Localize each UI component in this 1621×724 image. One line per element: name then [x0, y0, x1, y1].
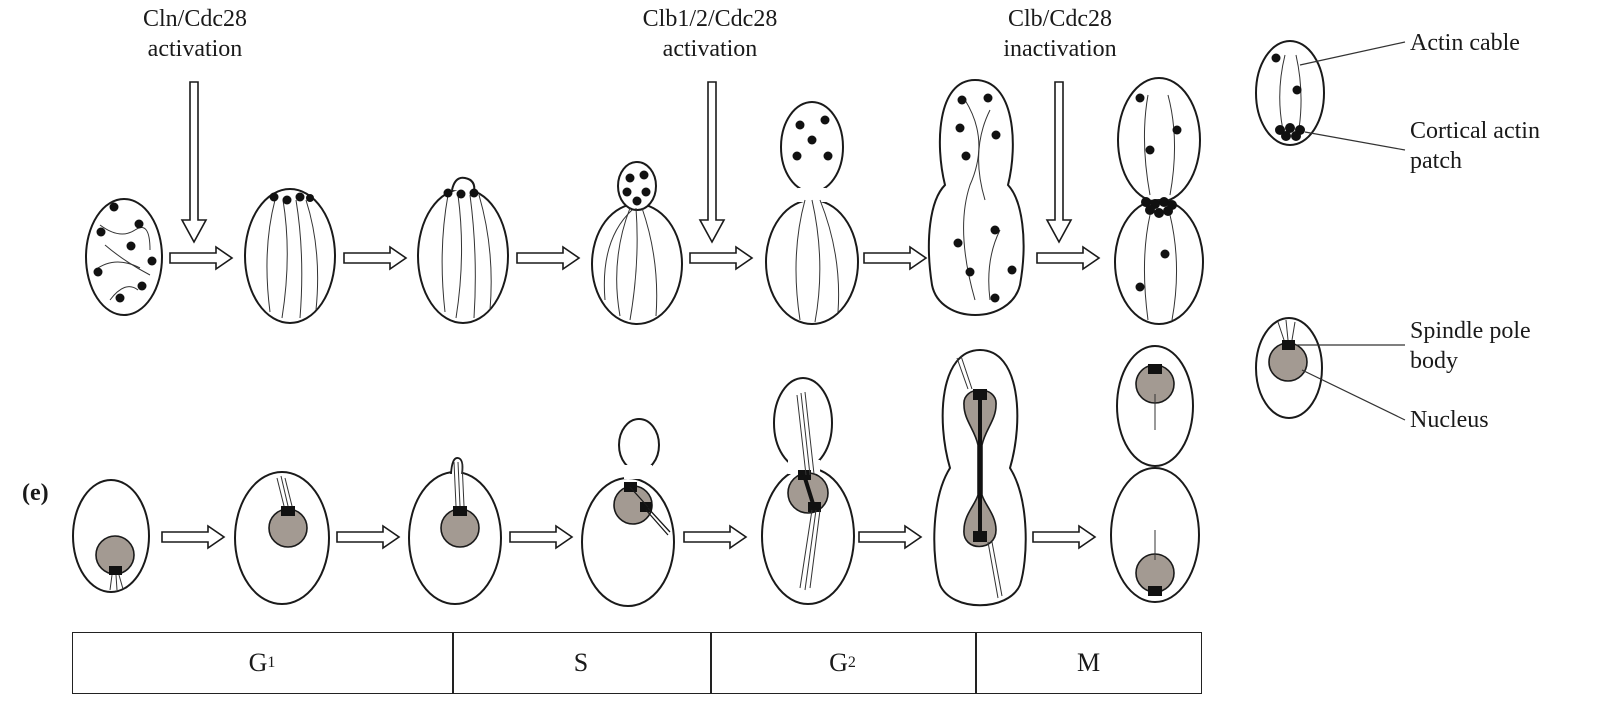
legend-actin-cable: Actin cable: [1410, 28, 1520, 58]
phase-g1-sub: 1: [267, 654, 275, 672]
legend-cortical-line2: patch: [1410, 146, 1540, 176]
clb12-activation-label: Clb1/2/Cdc28 activation: [620, 4, 800, 64]
nucleus-cell-1: [73, 480, 149, 592]
actin-cell-3: [418, 178, 508, 323]
phase-g2-sub: 2: [848, 654, 856, 672]
nucleus-cell-5: [762, 378, 854, 604]
phase-g1-base: G: [249, 648, 268, 678]
nucleus-cell-6: [934, 350, 1025, 605]
cln-label-line1: Cln/Cdc28: [120, 4, 270, 34]
nucleus-cell-4: [582, 419, 674, 606]
legend-nucleus: Nucleus: [1410, 405, 1489, 435]
phase-g2-base: G: [829, 648, 848, 678]
actin-cell-6: [929, 80, 1024, 315]
legend-spindle-line1: Spindle pole: [1410, 316, 1531, 346]
actin-cell-7: [1115, 78, 1203, 324]
actin-cell-1: [86, 199, 162, 315]
nucleus-cell-3: [409, 458, 501, 604]
legend-nucleus-cell: [1256, 318, 1405, 420]
clb12-label-line1: Clb1/2/Cdc28: [620, 4, 800, 34]
actin-cell-5: [766, 102, 858, 324]
nucleus-cell-7: [1111, 346, 1199, 602]
cln-label-line2: activation: [120, 34, 270, 64]
phase-s: S: [452, 632, 710, 694]
actin-cell-4: [592, 162, 682, 324]
actin-cell-2: [245, 189, 335, 323]
phase-m-base: M: [1077, 648, 1100, 678]
legend-spindle-pole: Spindle pole body: [1410, 316, 1531, 376]
legend-cortical-patch: Cortical actin patch: [1410, 116, 1540, 176]
clb-label-line2: inactivation: [980, 34, 1140, 64]
legend-actin-cell: [1256, 41, 1405, 150]
cln-activation-label: Cln/Cdc28 activation: [120, 4, 270, 64]
legend-cortical-line1: Cortical actin: [1410, 116, 1540, 146]
nucleus-cell-2: [235, 472, 329, 604]
clb-label-line1: Clb/Cdc28: [980, 4, 1140, 34]
phase-m: M: [975, 632, 1202, 694]
panel-label: (e): [22, 480, 49, 507]
clb-inactivation-label: Clb/Cdc28 inactivation: [980, 4, 1140, 64]
clb12-label-line2: activation: [620, 34, 800, 64]
phase-s-base: S: [574, 648, 588, 678]
legend-spindle-line2: body: [1410, 346, 1531, 376]
